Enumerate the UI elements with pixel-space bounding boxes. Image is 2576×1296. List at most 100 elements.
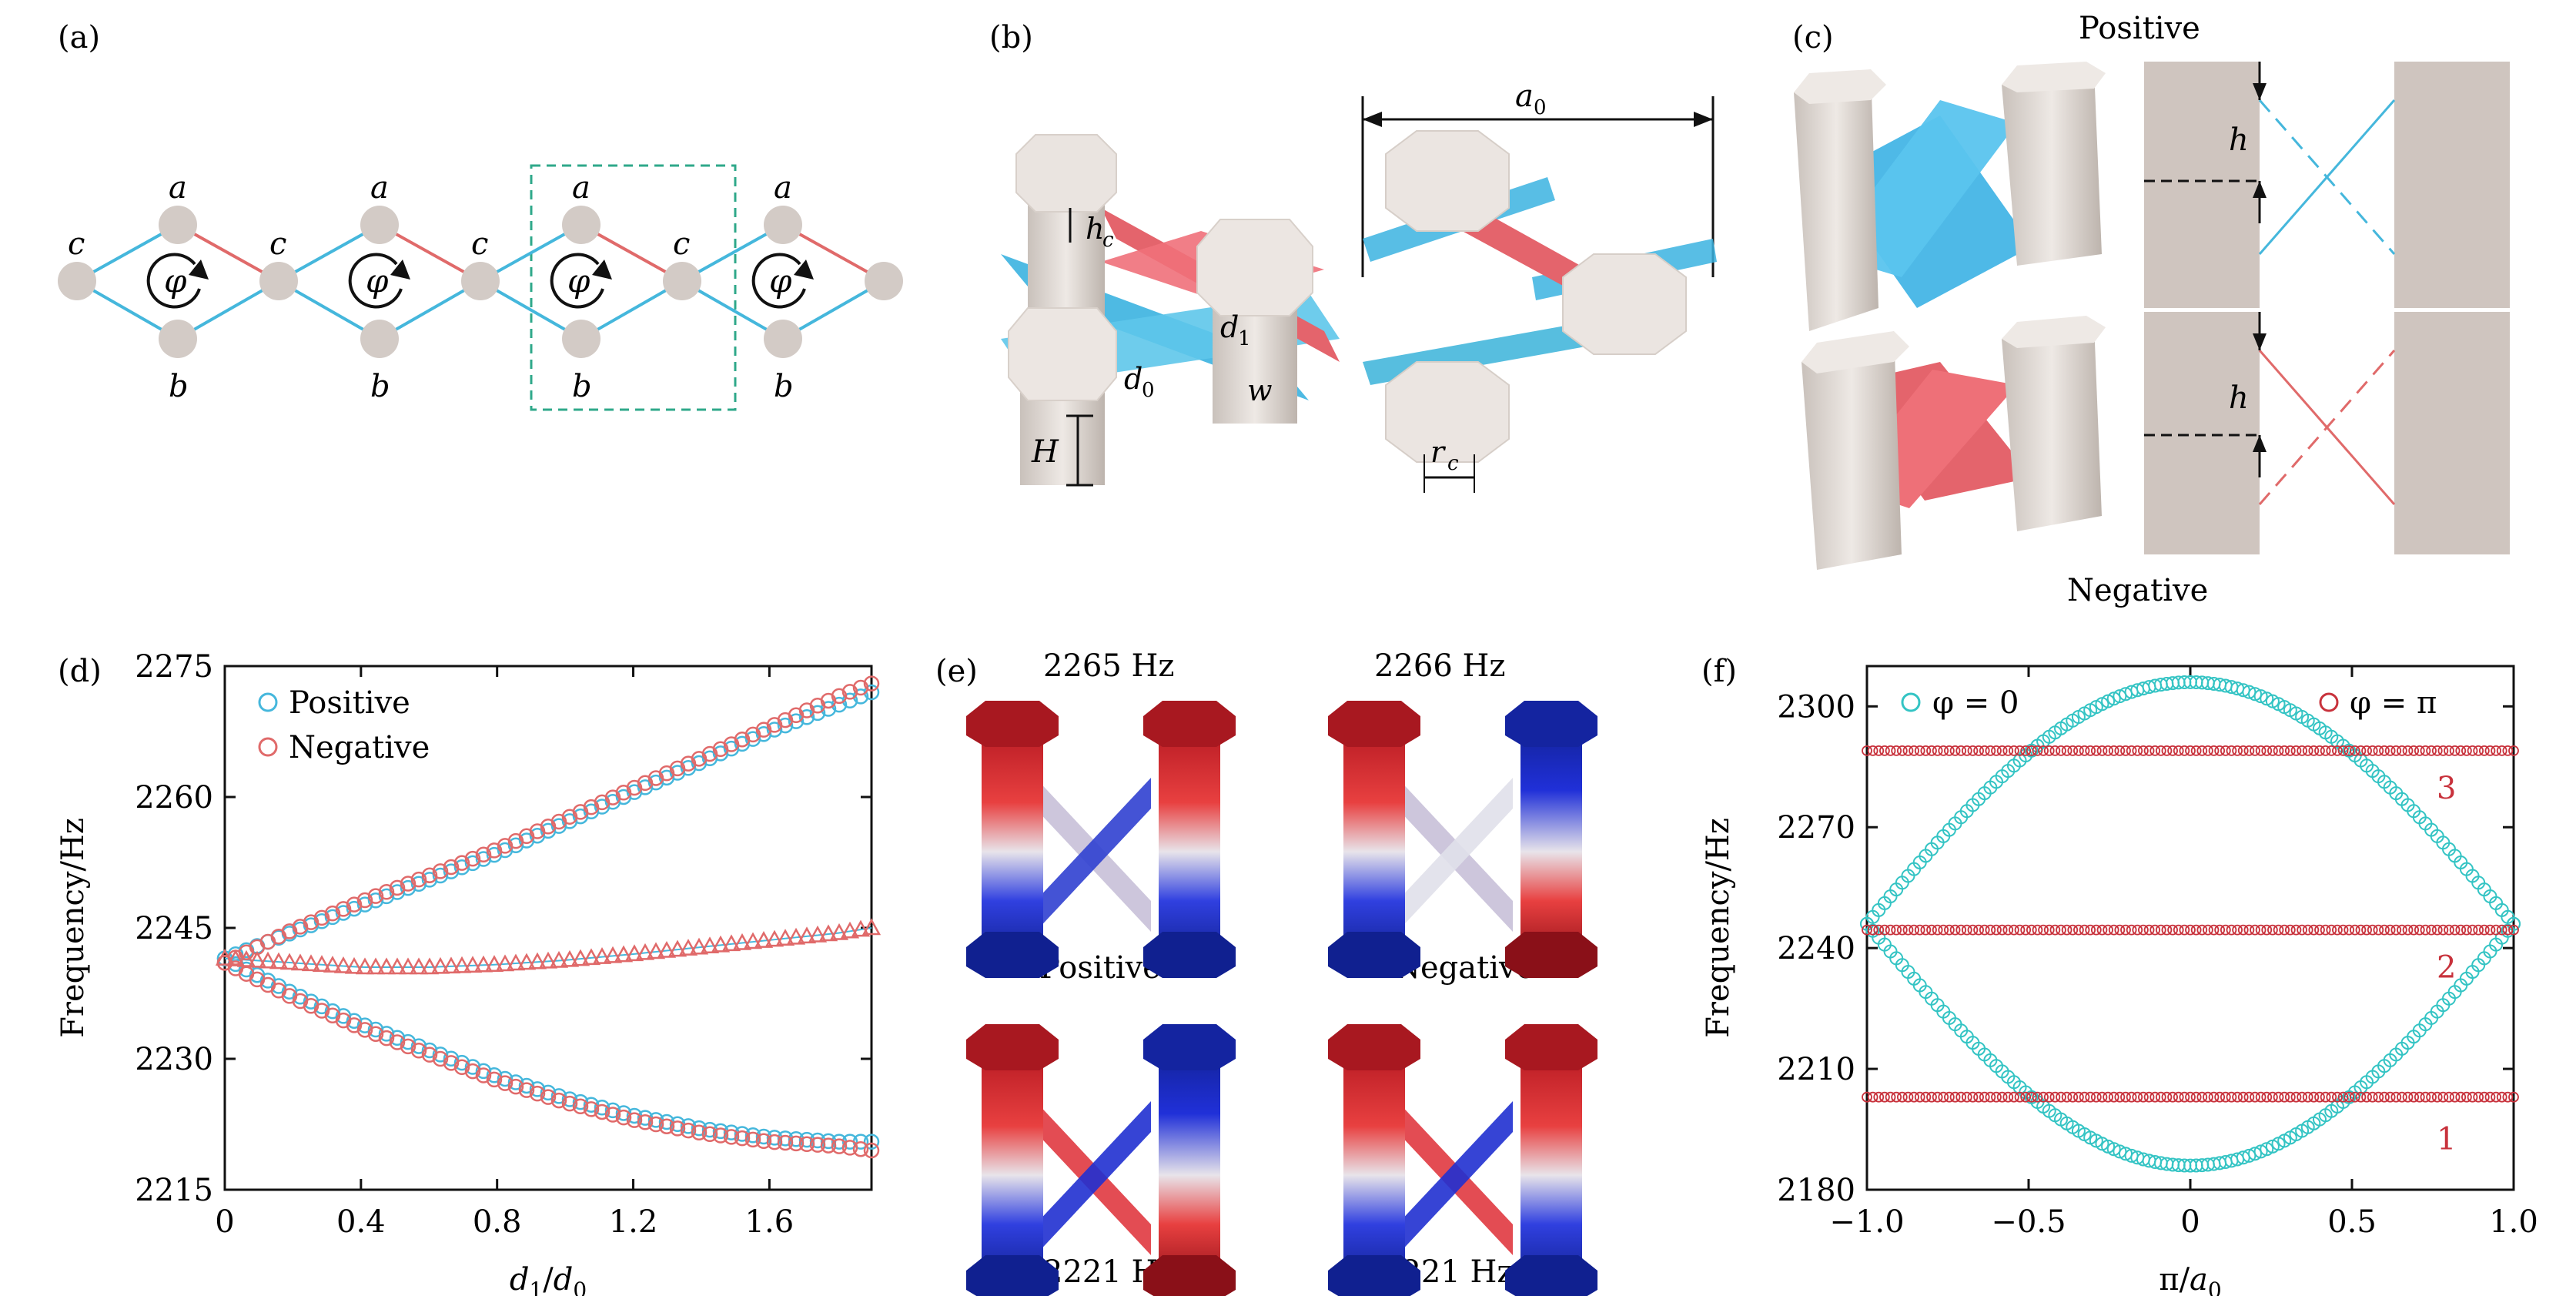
node-b [562,320,601,358]
data-point [863,675,880,692]
data-point [2444,745,2454,756]
data-point [841,1140,858,1156]
data-point [2096,924,2108,936]
data-point-triangle [581,948,601,966]
data-point-triangle [603,946,623,963]
data-point [2185,924,2196,936]
data-point [2161,1091,2173,1103]
data-point [2085,745,2096,756]
data-point [2226,745,2237,756]
data-point [2478,924,2490,936]
data-point [637,1114,654,1130]
data-point [1902,1091,1914,1103]
y-tick-label: 2275 [135,649,213,685]
node-c-label: c [471,226,488,262]
data-point-triangle [840,921,860,939]
data-point [2002,745,2014,756]
data-point [2161,924,2173,936]
data-point [2384,924,2396,936]
data-point [1955,745,1967,756]
data-point-triangle [721,934,741,952]
data-point [2114,745,2126,756]
mode-cap [1505,701,1597,747]
svg-text:d: d [1220,310,1239,344]
mode-bar [1035,1101,1151,1255]
svg-text:w: w [1247,373,1273,407]
data-point [2431,1091,2443,1103]
data-point [669,1120,686,1137]
data-point [2308,924,2320,936]
data-point [1979,924,1990,936]
x-tick-label: 0 [215,1204,234,1240]
data-point [2414,1091,2425,1103]
data-point-triangle [279,953,299,970]
data-point [2455,924,2467,936]
data-point [2373,745,2384,756]
data-point [313,909,330,926]
data-point [2032,1091,2043,1103]
mode-bar [1397,778,1513,932]
data-point [464,1059,481,1075]
data-point-triangle [387,957,407,975]
data-point [2149,1091,2161,1103]
data-point [421,1047,438,1063]
data-point [2143,745,2155,756]
data-point [2085,1091,2096,1103]
data-point [1967,745,1979,756]
data-point [820,1137,837,1154]
data-point [2273,745,2284,756]
data-point [2461,1091,2472,1103]
data-point [1926,745,1937,756]
data-point [2437,924,2449,936]
data-point [421,867,438,883]
data-point [2420,745,2431,756]
data-point [1920,1091,1932,1103]
mode-cap [1143,701,1236,747]
mode-base [1505,1255,1597,1296]
mode-bar [1035,778,1151,932]
data-point [2250,924,2260,936]
data-point [2426,1091,2437,1103]
data-point [1938,1091,1949,1103]
data-point [2149,924,2161,936]
data-point [2478,745,2490,756]
data-point [2220,1091,2231,1103]
data-point-triangle [247,950,267,968]
data-point-triangle [818,924,838,942]
data-point [1885,745,1896,756]
legend-marker [258,737,278,757]
data-point [2267,745,2278,756]
data-point [2002,1091,2014,1103]
data-point [658,1118,675,1134]
data-point [1902,745,1914,756]
data-point [1961,1091,1972,1103]
data-point [2255,1091,2267,1103]
legend-label: φ = 0 [1932,685,2019,721]
structure-3d-view: H h c d 1 d 0 w [1001,134,1340,487]
data-point [2185,1091,2196,1103]
x-tick-label: 0 [2180,1204,2200,1240]
data-point [1914,924,1925,936]
arrowhead [592,260,612,280]
data-point-triangle [689,937,709,955]
data-point [2255,924,2267,936]
edge-c-b [480,280,582,340]
data-point [2302,924,2313,936]
data-point [1926,924,1937,936]
data-point [2243,1091,2255,1103]
data-point-triangle [667,939,687,957]
data-point [421,872,438,888]
data-point [2056,745,2066,756]
data-point [2061,1091,2073,1103]
node-c-label: c [68,226,85,262]
data-point [1979,1091,1990,1103]
data-point-triangle [851,919,871,937]
data-point [2444,1091,2454,1103]
data-point [410,876,427,892]
legend-marker [258,692,278,712]
data-point [2108,924,2119,936]
mode-unit [966,1024,1236,1296]
data-point [2237,745,2249,756]
data-point [2343,924,2355,936]
data-point [2355,924,2367,936]
